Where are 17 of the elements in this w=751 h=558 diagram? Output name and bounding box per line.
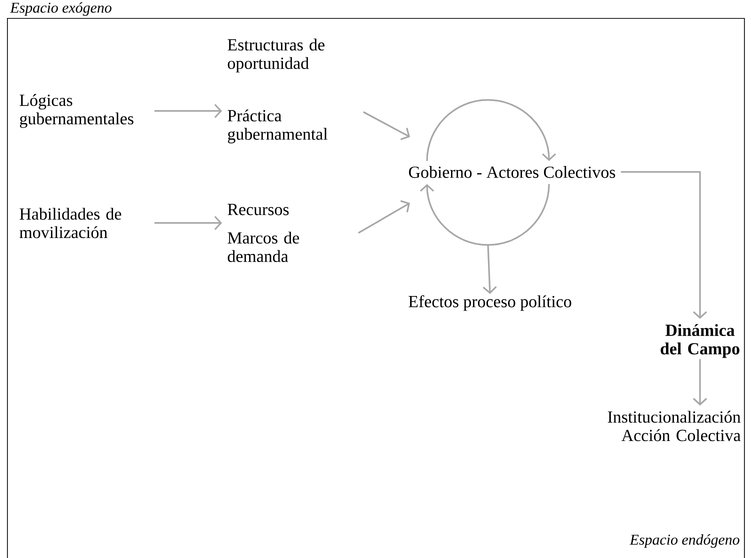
arrow: [482, 244, 497, 294]
node-text: Recursos Marcos de demanda: [228, 204, 300, 262]
arrow: [358, 200, 410, 234]
space-label: Espacio endógeno: [630, 534, 740, 548]
arrow: [154, 104, 222, 118]
node-text: Dinámica del Campo: [660, 324, 740, 358]
arrow: [154, 216, 222, 230]
arrow: [363, 111, 410, 140]
node-text: Gobierno - Actores Colectivos: [408, 166, 616, 178]
node-text: Efectos proceso político: [408, 295, 572, 311]
arrow: [692, 359, 708, 406]
node-text: Estructuras de oportunidad Práctica gubernamental: [228, 38, 328, 144]
node-text: Habilidades de movilización: [20, 208, 122, 238]
node-text: Lógicas gubernamentales: [20, 94, 134, 128]
space-label: Espacio exógeno: [10, 2, 112, 16]
node-text: Institucionalización Acción Colectiva: [608, 410, 741, 442]
arrow: [620, 171, 708, 319]
